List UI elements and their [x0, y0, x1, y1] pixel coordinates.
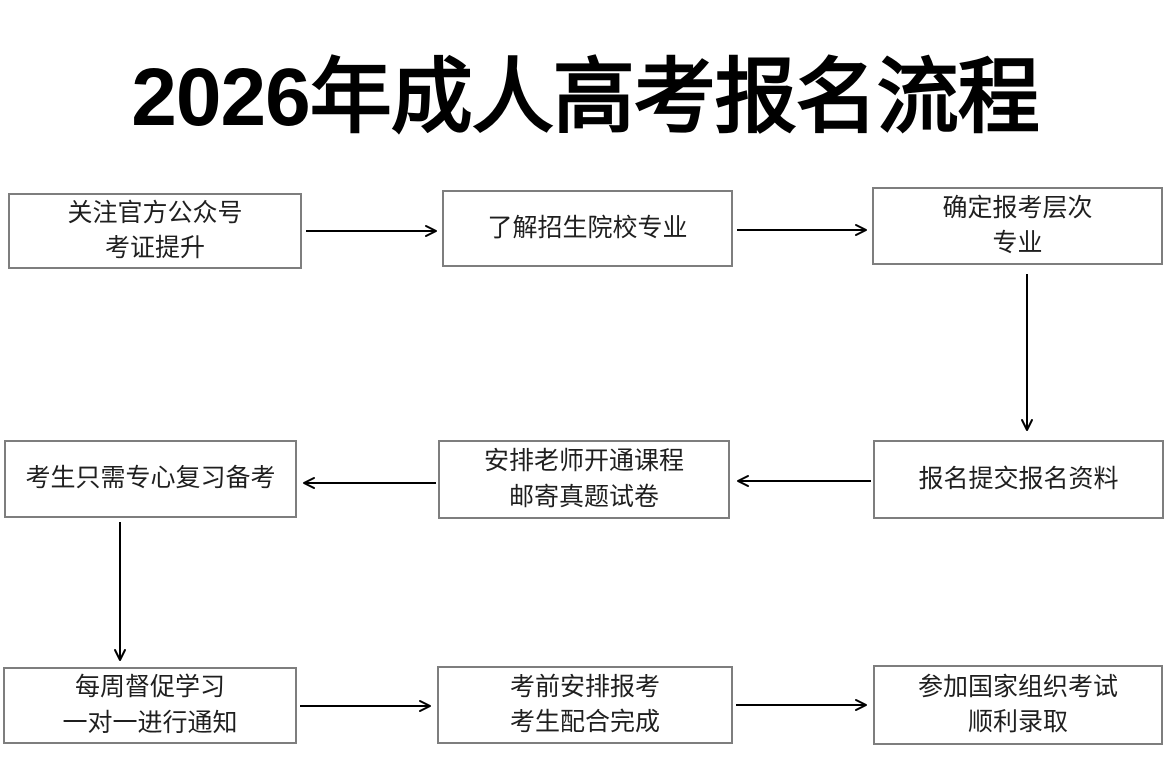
node-text-line: 一对一进行通知 — [62, 708, 238, 737]
flow-node-teacher-opens-course-mails-papers: 安排老师开通课程 邮寄真题试卷 — [438, 440, 730, 519]
node-text-line: 确定报考层次 — [942, 193, 1093, 222]
flow-node-confirm-level-major: 确定报考层次 专业 — [872, 187, 1163, 265]
node-text-line: 报名提交报名资料 — [918, 464, 1119, 493]
flow-node-follow-official-account: 关注官方公众号 考证提升 — [8, 193, 302, 269]
node-text-line: 关注官方公众号 — [67, 198, 243, 227]
node-text-line: 了解招生院校专业 — [487, 213, 688, 242]
node-text-line: 考生只需专心复习备考 — [25, 464, 276, 493]
node-text-line: 参加国家组织考试 — [917, 672, 1118, 701]
node-text-line: 考生配合完成 — [509, 708, 660, 736]
node-text-line: 考证提升 — [104, 234, 205, 262]
node-text-line: 考前安排报考 — [509, 672, 660, 701]
flow-node-weekly-study-supervision: 每周督促学习 一对一进行通知 — [3, 667, 297, 744]
flow-node-candidate-focus-review: 考生只需专心复习备考 — [4, 440, 297, 518]
flow-node-pre-exam-arrangement: 考前安排报考 考生配合完成 — [437, 666, 733, 744]
flow-node-submit-registration-materials: 报名提交报名资料 — [873, 440, 1164, 519]
node-text-line: 安排老师开通课程 — [483, 447, 684, 475]
node-text-line: 专业 — [992, 229, 1043, 257]
node-text-line: 邮寄真题试卷 — [508, 482, 659, 511]
node-text-line: 顺利录取 — [967, 708, 1068, 736]
node-text-line: 每周督促学习 — [74, 673, 225, 701]
page-title: 2026年成人高考报名流程 — [131, 52, 1039, 143]
flow-node-learn-school-majors: 了解招生院校专业 — [442, 190, 733, 267]
flow-node-take-national-exam-admitted: 参加国家组织考试 顺利录取 — [873, 665, 1163, 745]
